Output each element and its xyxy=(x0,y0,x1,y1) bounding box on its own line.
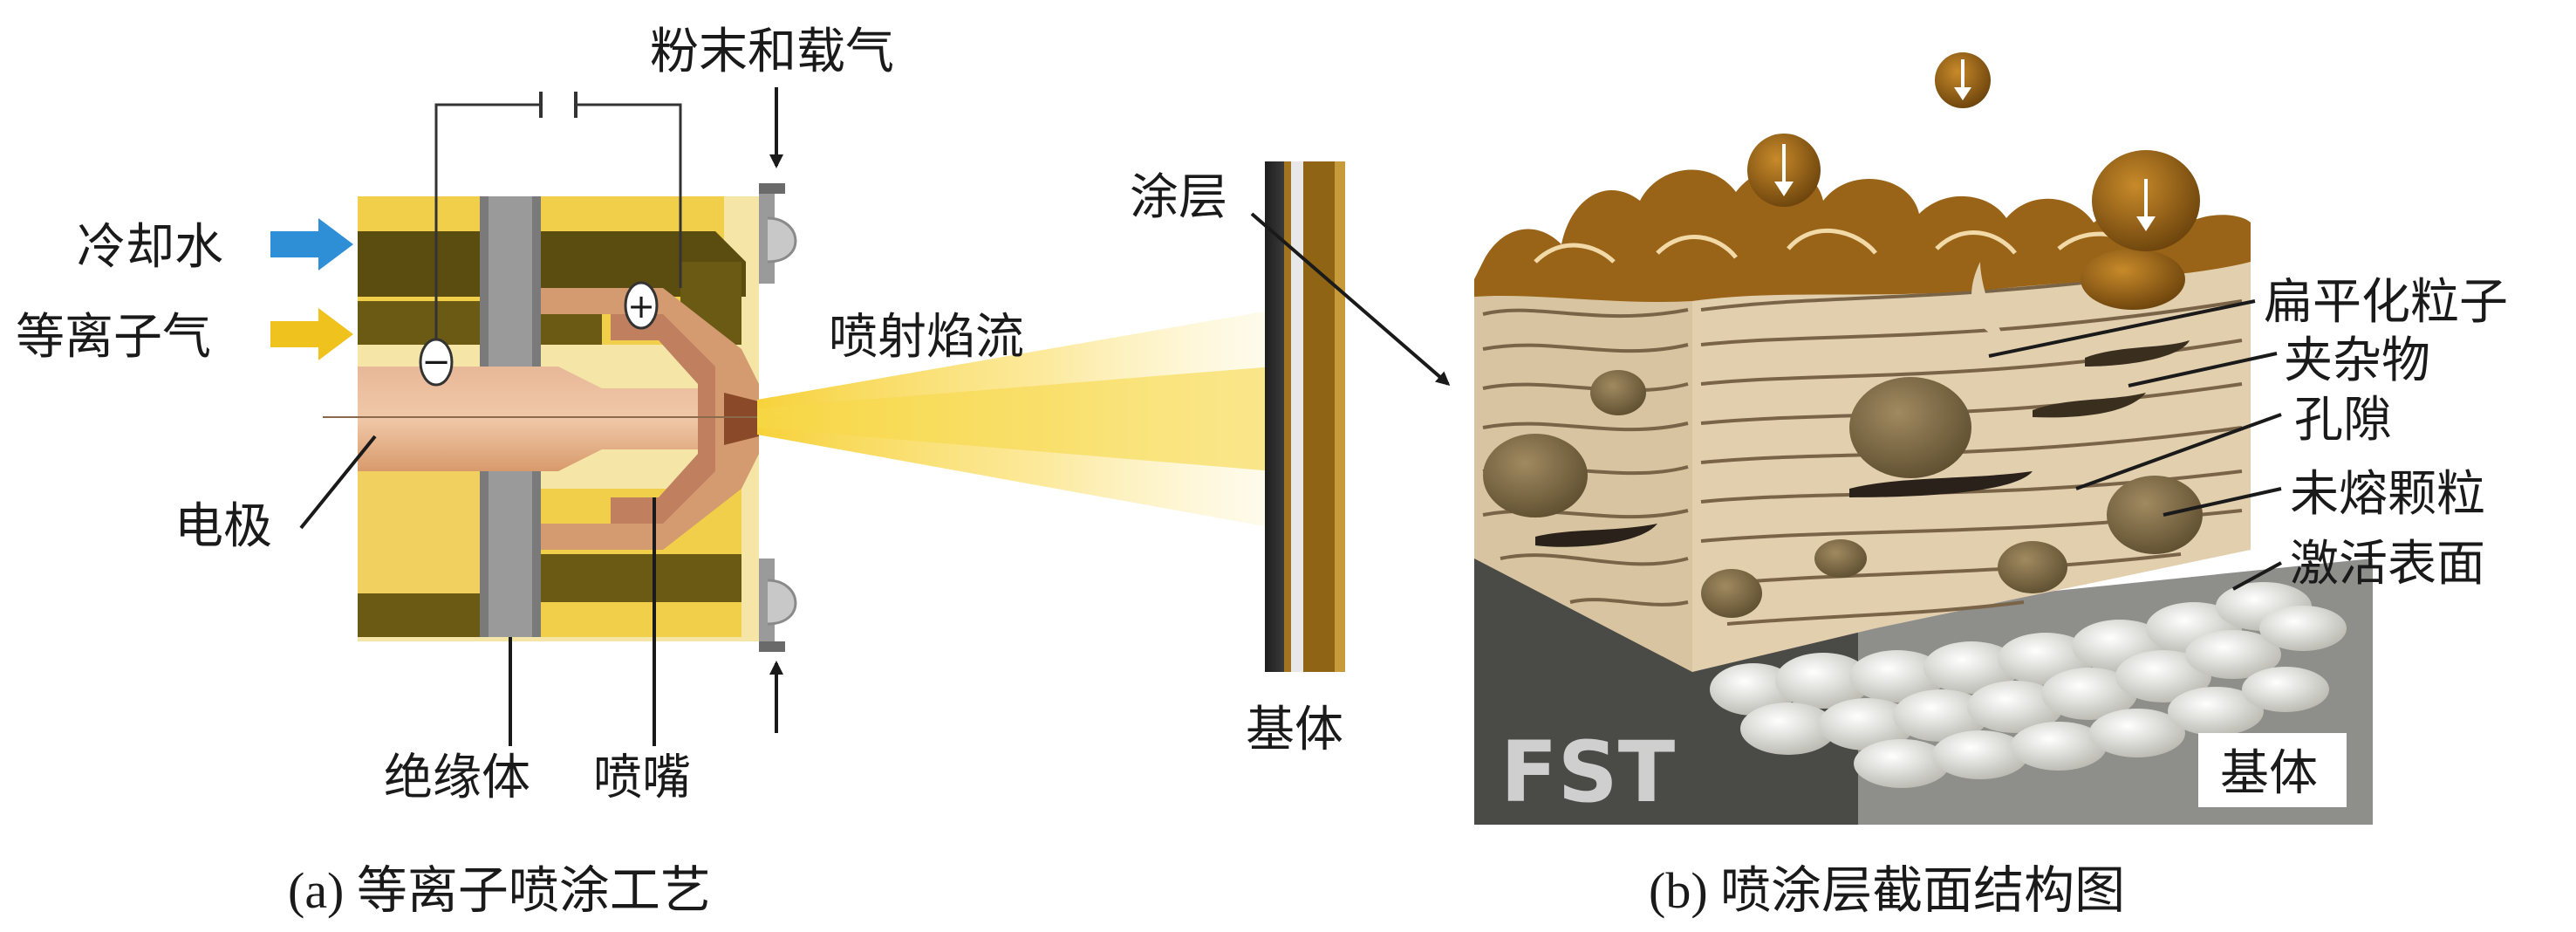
unmelted-leader xyxy=(2163,487,2282,517)
label-flattened-particles: 扁平化粒子 xyxy=(2264,274,2508,331)
svg-text:−: − xyxy=(421,342,451,382)
falling-droplets xyxy=(1747,52,2200,251)
label-coating: 涂层 xyxy=(1130,169,1227,226)
label-nozzle: 喷嘴 xyxy=(593,750,691,806)
caption-b: (b) 喷涂层截面结构图 xyxy=(1649,862,2125,919)
label-spray-flame: 喷射焰流 xyxy=(829,309,1024,366)
label-insulator: 绝缘体 xyxy=(384,750,530,806)
label-inclusions: 夹杂物 xyxy=(2284,332,2430,389)
minus-electrode-marker: − xyxy=(419,338,454,387)
svg-text:FST: FST xyxy=(1500,723,1675,821)
plasma-gas-arrow xyxy=(270,308,353,360)
unmelted-particles xyxy=(1483,370,2203,618)
coating-leader xyxy=(1250,212,1451,386)
label-powder: 粉末和载气 xyxy=(650,24,894,80)
svg-text:+: + xyxy=(627,287,655,326)
cross-section-block: FST xyxy=(1474,52,2373,825)
label-substrate-left: 基体 xyxy=(1246,702,1343,758)
activated-leader xyxy=(2232,561,2282,591)
molten-top-layer xyxy=(1474,168,2251,340)
plus-electrode-marker: + xyxy=(624,281,659,330)
label-pores: 孔隙 xyxy=(2294,392,2392,449)
pore-leader xyxy=(2075,413,2282,490)
activated-surface-pebbles xyxy=(1710,582,2347,788)
label-cooling-water: 冷却水 xyxy=(77,219,223,276)
label-unmelted-particles: 未熔颗粒 xyxy=(2290,466,2485,523)
powder-injector-top xyxy=(759,183,797,284)
electrode-leader xyxy=(299,435,377,530)
label-plasma-gas: 等离子气 xyxy=(16,309,211,366)
label-activated-surface: 激活表面 xyxy=(2290,536,2485,593)
cooling-water-arrow xyxy=(270,218,353,271)
inclusions xyxy=(1535,340,2190,547)
spray-flame xyxy=(757,310,1274,528)
coating-panel xyxy=(1265,161,1345,672)
flattened-leader xyxy=(1988,299,2256,358)
caption-a: (a) 等离子喷涂工艺 xyxy=(288,862,711,919)
plasma-torch xyxy=(323,92,797,652)
substrate-label-box xyxy=(2198,733,2347,807)
inclusion-leader xyxy=(2128,352,2278,387)
powder-injector-bottom xyxy=(759,559,797,652)
label-substrate-right: 基体 xyxy=(2220,745,2318,802)
fst-logo: FST xyxy=(1500,723,1675,821)
label-electrode: 电极 xyxy=(174,498,272,555)
